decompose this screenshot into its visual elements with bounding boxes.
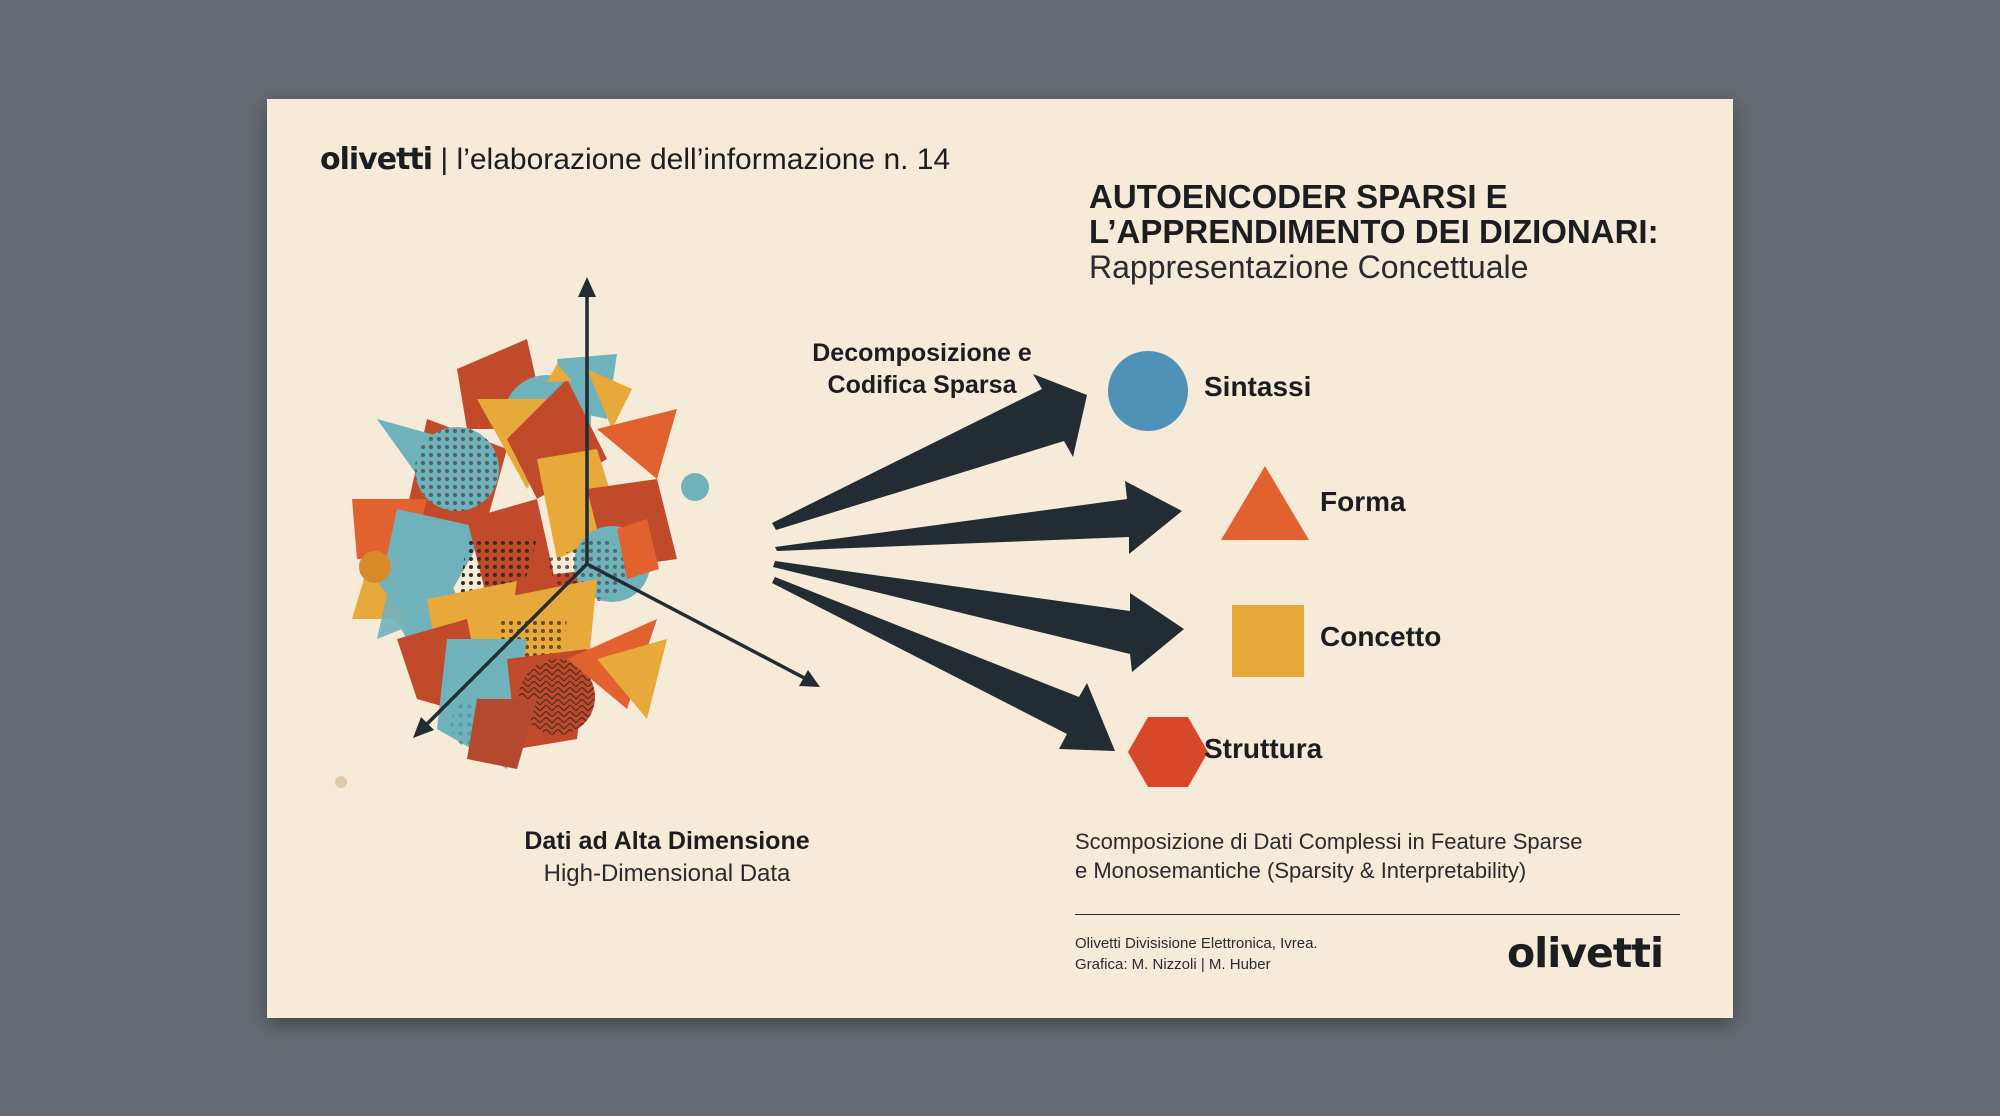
data-caption: Dati ad Alta Dimensione High-Dimensional… [427,827,907,888]
arrow-label: Decomposizione e Codifica Sparsa [787,337,1057,401]
poster: olivetti | l’elaborazione dell’informazi… [267,99,1733,1018]
divider [1075,914,1680,915]
header: olivetti | l’elaborazione dell’informazi… [320,142,950,177]
description-line-2: e Monosemantiche (Sparsity & Interpretab… [1075,858,1527,883]
olivetti-logo-footer: olivetti [1507,929,1664,977]
decomposition-arrows [772,374,1184,751]
data-cluster [352,339,709,769]
arrow-label-line-1: Decomposizione e [812,339,1032,367]
title-line-2: L’APPRENDIMENTO DEI DIZIONARI: [1089,213,1659,250]
credits: Olivetti Divisisione Elettronica, Ivrea.… [1075,933,1318,975]
data-caption-subtitle: High-Dimensional Data [543,860,791,887]
description-line-1: Scomposizione di Dati Complessi in Featu… [1075,829,1583,854]
description: Scomposizione di Dati Complessi in Featu… [1075,827,1582,885]
hexagon-icon [1128,717,1208,787]
arrow-label-line-2: Codifica Sparsa [827,371,1017,399]
header-separator: | [440,143,449,176]
data-caption-title: Dati ad Alta Dimensione [524,827,810,855]
series-title: l’elaborazione dell’informazione n. 14 [456,143,951,176]
credits-line-2: Grafica: M. Nizzoli | M. Huber [1075,956,1271,973]
feature-label-concetto: Concetto [1320,621,1442,652]
feature-label-sintassi: Sintassi [1204,371,1312,402]
illustration [335,277,1309,788]
page-title: AUTOENCODER SPARSI E L’APPRENDIMENTO DEI… [1089,179,1659,249]
feature-label-struttura: Struttura [1204,733,1323,764]
triangle-icon [1221,466,1309,540]
feature-label-forma: Forma [1320,486,1406,517]
page-subtitle: Rappresentazione Concettuale [1089,249,1529,285]
axes [413,277,820,738]
title-line-1: AUTOENCODER SPARSI E [1089,178,1508,215]
credits-line-1: Olivetti Divisisione Elettronica, Ivrea. [1075,935,1318,952]
square-icon [1232,605,1304,677]
olivetti-logo: olivetti [320,142,433,177]
circle-icon [1108,351,1188,431]
